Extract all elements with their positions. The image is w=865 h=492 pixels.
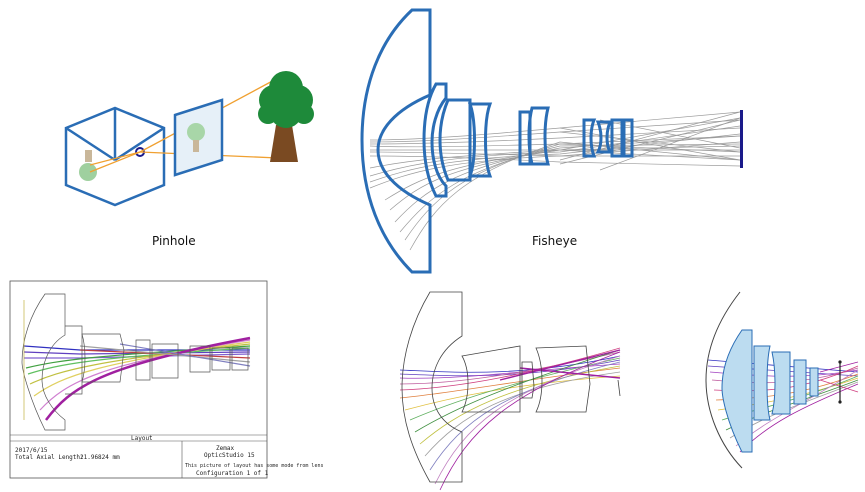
zemax-date: 2017/6/15 <box>15 447 48 454</box>
fisheye-rear-lens-a <box>582 118 597 158</box>
fisheye-caption: Fisheye <box>532 234 578 248</box>
fisheye-sensor <box>740 110 743 168</box>
zemax-brand: Zemax <box>216 445 234 452</box>
zemax-fine-print: This picture of layout has some mode fro… <box>185 463 323 469</box>
fisheye-second-element <box>422 82 448 198</box>
fisheye-doublet <box>438 98 472 182</box>
zemax-layout-panel: Layout 2017/6/15 Total Axial Length: 21.… <box>9 280 323 479</box>
pinhole-diagram <box>64 71 314 207</box>
raytrace-diagram-middle <box>399 291 621 491</box>
inverted-image-icon <box>79 150 97 181</box>
zemax-length-value: 21.96824 mm <box>80 454 120 461</box>
fisheye-rear-lens-b <box>595 120 613 154</box>
fisheye-rear-lens-d <box>622 118 634 158</box>
fisheye-middle-lens-a <box>518 110 532 166</box>
zemax-configuration: Configuration 1 of 1 <box>196 470 269 477</box>
fisheye-rear-lens-c <box>610 118 624 158</box>
fisheye-middle-lens-b <box>527 106 550 166</box>
fisheye-front-element <box>360 8 432 274</box>
tree-icon <box>258 71 314 162</box>
pinhole-camera-box <box>64 106 166 207</box>
raytrace-middle-lenses <box>401 291 621 483</box>
fisheye-diagram <box>360 8 743 274</box>
zemax-layout-label: Layout <box>131 435 153 442</box>
zemax-product: OpticStudio 15 <box>204 452 255 459</box>
raytrace-diagram-right <box>705 291 859 469</box>
raytrace-middle-rays <box>399 347 621 491</box>
pinhole-caption: Pinhole <box>152 234 196 248</box>
projected-image-icon <box>187 123 205 152</box>
zemax-lens-outlines <box>21 293 249 431</box>
fisheye-negative-lens <box>467 102 493 178</box>
zemax-length-label: Total Axial Length: <box>15 454 84 461</box>
raytrace-right-lenses <box>705 291 842 469</box>
